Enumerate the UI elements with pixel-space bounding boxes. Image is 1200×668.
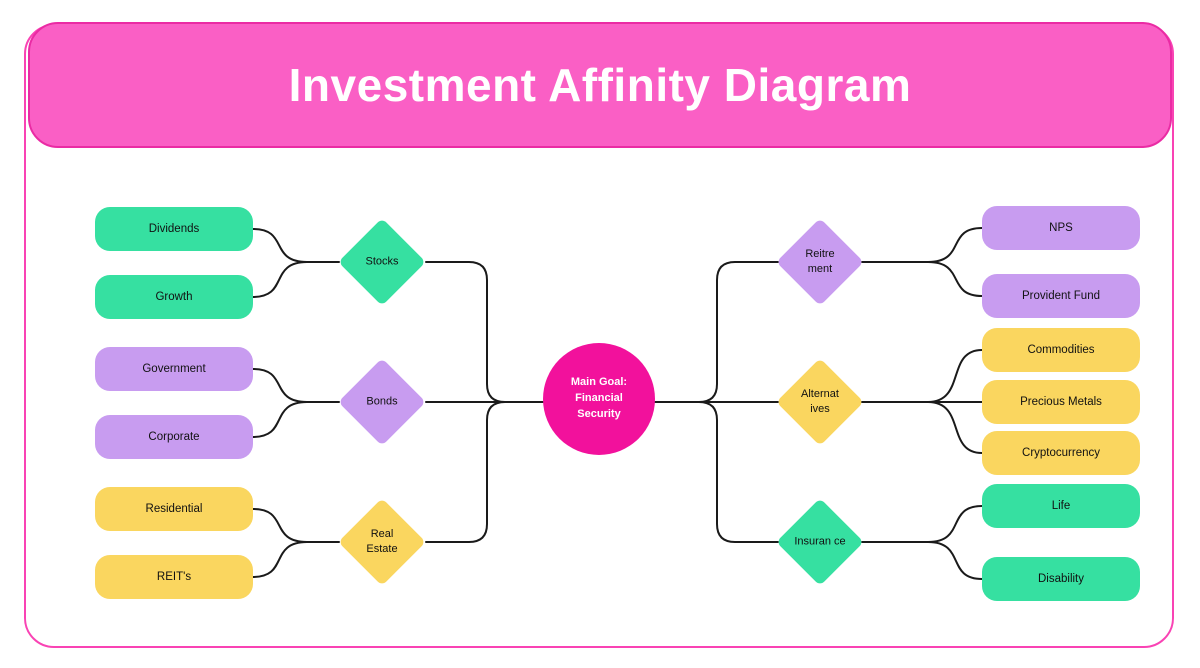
leaf-label: Residential bbox=[145, 503, 203, 515]
leaf-label: Precious Metals bbox=[1020, 396, 1102, 408]
leaf-corporate[interactable]: Corporate bbox=[95, 415, 253, 459]
leaf-growth[interactable]: Growth bbox=[95, 275, 253, 319]
leaf-nps[interactable]: NPS bbox=[982, 206, 1140, 250]
leaf-commodities[interactable]: Commodities bbox=[982, 328, 1140, 372]
diamond-label: Bonds bbox=[366, 395, 398, 408]
leaf-label: Dividends bbox=[148, 223, 200, 235]
leaf-precious-metals[interactable]: Precious Metals bbox=[982, 380, 1140, 424]
leaf-residential[interactable]: Residential bbox=[95, 487, 253, 531]
main-goal-node[interactable]: Main Goal: Financial Security bbox=[543, 343, 655, 455]
main-goal-label: Main Goal: Financial Security bbox=[570, 376, 628, 420]
diamond-bonds[interactable]: Bonds bbox=[338, 358, 426, 446]
leaf-cryptocurrency[interactable]: Cryptocurrency bbox=[982, 431, 1140, 475]
leaf-label: Life bbox=[1051, 500, 1071, 512]
leaf-reits[interactable]: REIT's bbox=[95, 555, 253, 599]
leaf-label: Government bbox=[142, 363, 206, 375]
leaf-label: REIT's bbox=[156, 571, 192, 583]
diamond-retirement[interactable]: Reitre ment bbox=[776, 218, 864, 306]
leaf-government[interactable]: Government bbox=[95, 347, 253, 391]
page-title: Investment Affinity Diagram bbox=[288, 59, 912, 111]
leaf-dividends[interactable]: Dividends bbox=[95, 207, 253, 251]
diamond-label: Reitre ment bbox=[805, 248, 835, 275]
diamond-stocks[interactable]: Stocks bbox=[338, 218, 426, 306]
leaf-disability[interactable]: Disability bbox=[982, 557, 1140, 601]
diamond-label: Alternat ives bbox=[801, 388, 839, 415]
diamond-label: Insuran ce bbox=[794, 535, 846, 548]
diamond-label: Stocks bbox=[365, 255, 399, 268]
diamond-insurance[interactable]: Insuran ce bbox=[776, 498, 864, 586]
leaf-label: Cryptocurrency bbox=[1022, 447, 1100, 459]
diamond-alternatives[interactable]: Alternat ives bbox=[776, 358, 864, 446]
leaf-label: Commodities bbox=[1027, 344, 1095, 356]
diamond-label: Real Estate bbox=[366, 528, 398, 555]
diagram-header: Investment Affinity Diagram bbox=[28, 22, 1172, 148]
leaf-label: Provident Fund bbox=[1022, 290, 1100, 302]
leaf-life[interactable]: Life bbox=[982, 484, 1140, 528]
leaf-label: Corporate bbox=[148, 431, 200, 443]
diamond-real-estate[interactable]: Real Estate bbox=[338, 498, 426, 586]
leaf-label: Growth bbox=[155, 291, 193, 303]
leaf-provident-fund[interactable]: Provident Fund bbox=[982, 274, 1140, 318]
leaf-label: Disability bbox=[1037, 573, 1084, 585]
leaf-label: NPS bbox=[1049, 222, 1073, 234]
